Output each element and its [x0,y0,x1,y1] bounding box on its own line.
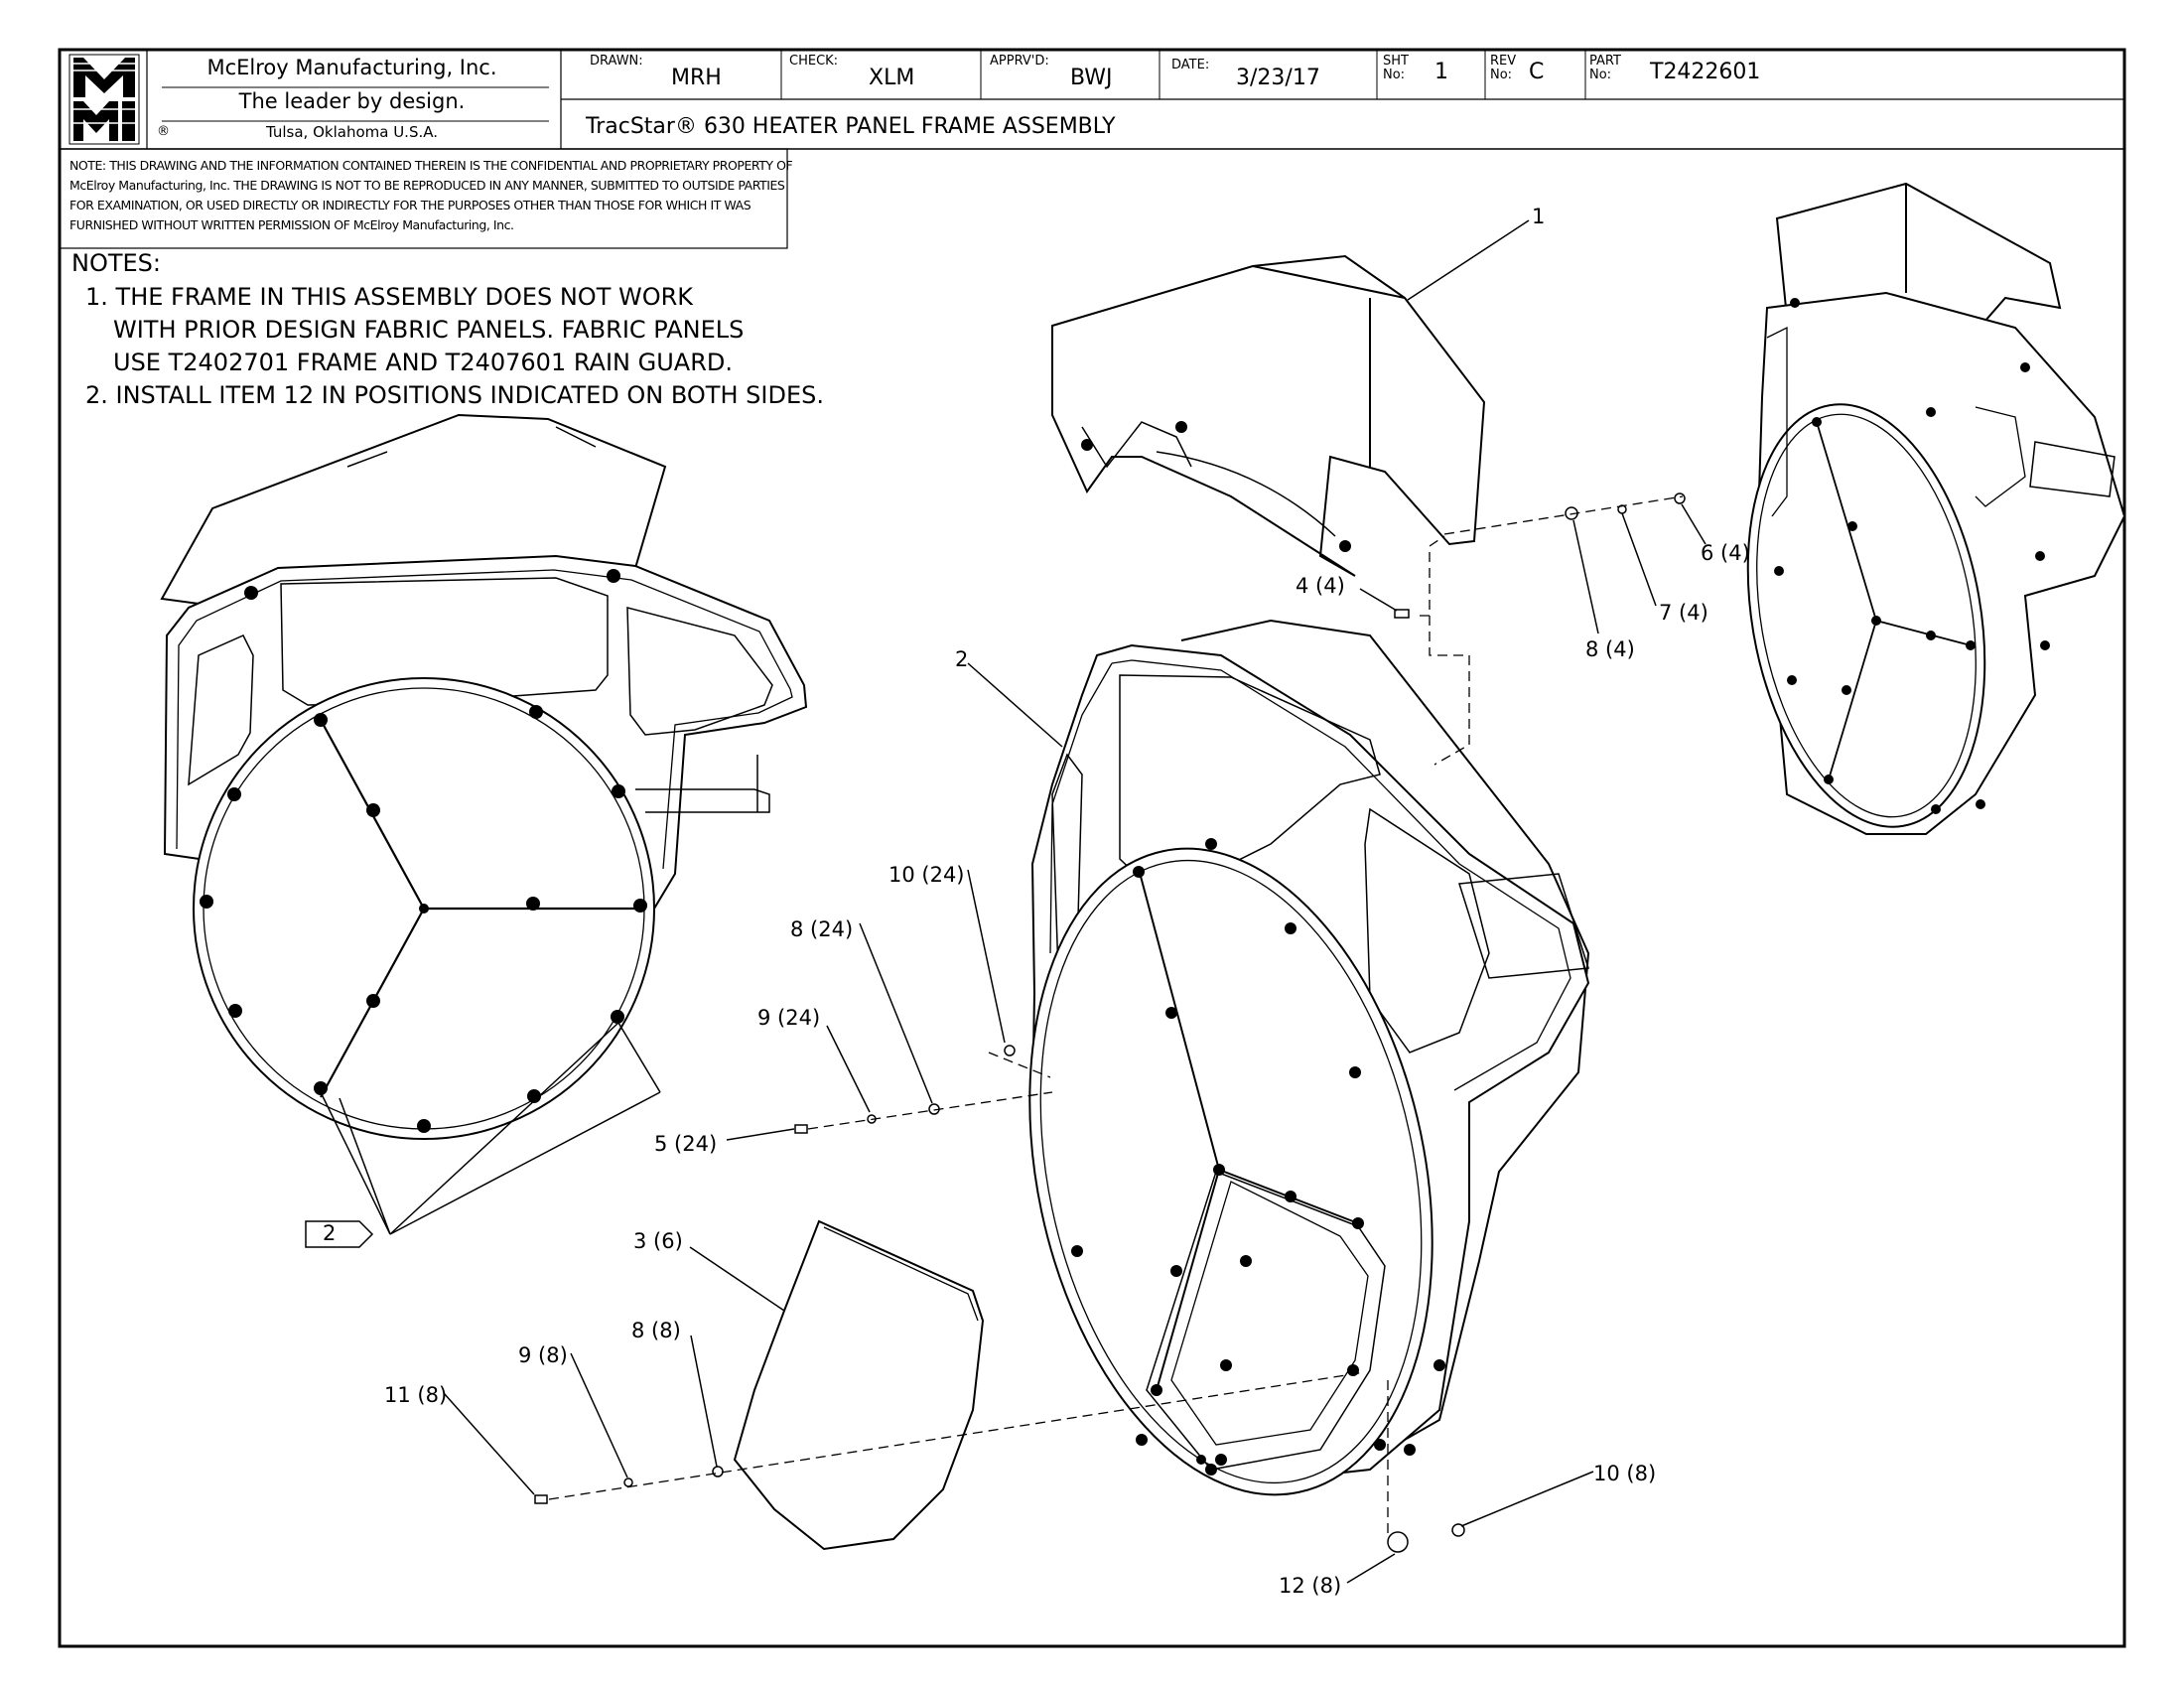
left-view-fasteners [200,569,647,1133]
proprietary-note: NOTE: THIS DRAWING AND THE INFORMATION C… [69,158,793,232]
callout-item-12-qty8: 12 (8) [1279,1574,1342,1598]
flag-2-leaders [305,1022,661,1248]
callout-item-7: 7 (4) [1659,601,1708,625]
note-2: 2. INSTALL ITEM 12 IN POSITIONS INDICATE… [85,381,824,409]
check-label: CHECK: [789,54,839,69]
drawing-title: TracStar® 630 HEATER PANEL FRAME ASSEMBL… [586,114,1116,139]
approved-label: APPRV'D: [990,54,1049,69]
registered-mark: ® [157,124,170,139]
notes-heading: NOTES: [71,249,161,277]
drawn-value: MRH [671,66,722,90]
date-value: 3/23/17 [1236,66,1320,90]
note-1-line-2: WITH PRIOR DESIGN FABRIC PANELS. FABRIC … [113,316,745,344]
callout-item-9-qty8: 9 (8) [518,1343,568,1367]
callout-item-8-qty4: 8 (4) [1585,637,1635,661]
callout-item-2: 2 [955,647,969,671]
note-1-line-1: 1. THE FRAME IN THIS ASSEMBLY DOES NOT W… [85,283,694,311]
exploded-view-fasteners [1005,421,1445,1476]
assembly-centerlines [548,495,1684,1539]
sheet-label: SHT No: [1383,54,1409,82]
callout-item-4: 4 (4) [1296,574,1345,598]
callout-item-8-qty24: 8 (24) [790,917,854,941]
exploded-view [733,254,1590,1551]
callout-item-8-qty8: 8 (8) [631,1319,681,1342]
callout-item-1: 1 [1532,205,1546,228]
company-name: McElroy Manufacturing, Inc. [206,56,497,79]
part-number: T2422601 [1650,60,1761,84]
callout-item-10-qty24: 10 (24) [888,863,965,887]
right-isometric-view [1746,182,2126,835]
company-tagline: The leader by design. [238,89,466,113]
rev-label: REV No: [1490,54,1517,82]
callout-item-3-qty6: 3 (6) [633,1229,683,1253]
callout-item-9-qty24: 9 (24) [757,1006,821,1030]
drawn-label: DRAWN: [590,54,643,69]
rev-value: C [1529,60,1545,84]
approved-value: BWJ [1070,66,1113,90]
callout-item-6: 6 (4) [1701,541,1750,565]
callout-item-10-qty8: 10 (8) [1593,1462,1657,1485]
check-value: XLM [869,66,915,90]
sheet-value: 1 [1434,60,1448,84]
note-1-line-3: USE T2402701 FRAME AND T2407601 RAIN GUA… [113,349,733,376]
part-label: PART No: [1589,54,1621,82]
callout-item-11-qty8: 11 (8) [384,1383,448,1407]
left-side-view [160,413,808,1140]
right-view-fasteners [1774,298,2050,814]
callout-leaders [443,219,1706,1584]
mmi-logo [68,54,140,145]
callout-item-5-qty24: 5 (24) [654,1132,718,1156]
date-label: DATE: [1171,58,1210,72]
company-location: Tulsa, Oklahoma U.S.A. [265,123,438,141]
exploded-hardware [534,492,1686,1553]
flag-note-2: 2 [323,1221,337,1245]
